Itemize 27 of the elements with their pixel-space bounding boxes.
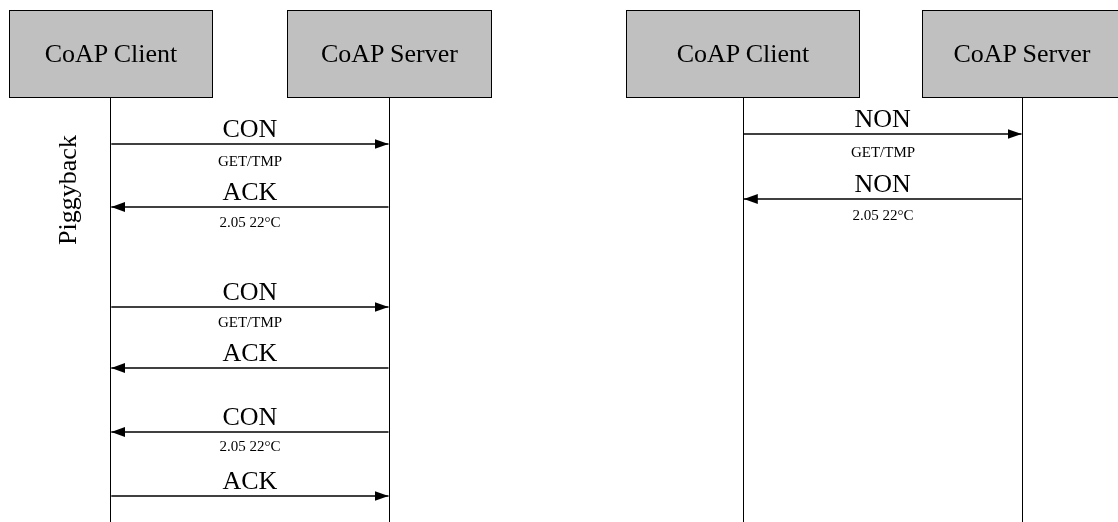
participant-box xyxy=(287,10,492,98)
lifeline xyxy=(110,98,112,522)
message-detail: 2.05 22°C xyxy=(219,214,281,230)
message-detail: GET/TMP xyxy=(850,144,916,160)
message-detail: GET/TMP xyxy=(217,153,283,169)
message-arrow xyxy=(110,427,390,437)
participant-name: CoAP Server xyxy=(321,39,458,69)
message-arrow xyxy=(743,129,1023,139)
message-arrow xyxy=(743,194,1023,204)
message-arrow xyxy=(110,491,390,501)
participant-name: CoAP Client xyxy=(676,39,810,69)
lifeline xyxy=(742,98,744,522)
participant-name: CoAP Client xyxy=(44,39,178,69)
message-detail: 2.05 22°C xyxy=(852,207,914,223)
lifeline xyxy=(388,98,390,522)
message-detail: GET/TMP xyxy=(217,314,283,330)
message-arrow xyxy=(110,363,390,373)
lifeline xyxy=(1021,98,1023,522)
participant-box xyxy=(626,10,860,98)
participant-box xyxy=(9,10,213,98)
participant-name: CoAP Server xyxy=(953,39,1091,69)
participant-box xyxy=(922,10,1118,98)
message-arrow xyxy=(110,202,390,212)
phase-label: Piggyback xyxy=(55,135,81,245)
message-arrow xyxy=(110,139,390,149)
message-arrow xyxy=(110,302,390,312)
message-detail: 2.05 22°C xyxy=(219,438,281,454)
